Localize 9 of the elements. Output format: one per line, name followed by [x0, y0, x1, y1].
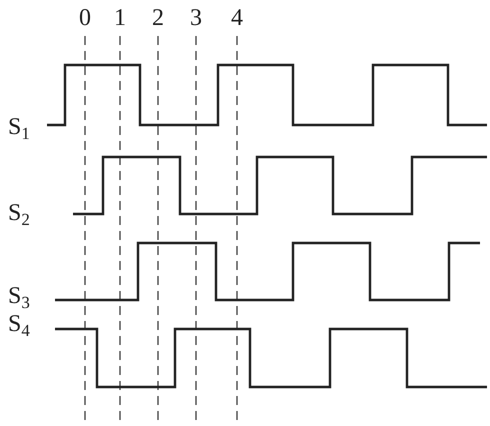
signal-label: S$_{4}$: [8, 312, 30, 336]
time-label: 4: [231, 6, 243, 30]
time-label: 2: [152, 6, 164, 30]
signal-label: S$_{2}$: [8, 201, 30, 225]
time-label: 3: [190, 6, 202, 30]
signal-label: S$_{1}$: [8, 115, 30, 139]
time-label: 0: [79, 6, 91, 30]
time-label: 1: [114, 6, 126, 30]
signal-label: S$_{3}$: [8, 284, 30, 308]
